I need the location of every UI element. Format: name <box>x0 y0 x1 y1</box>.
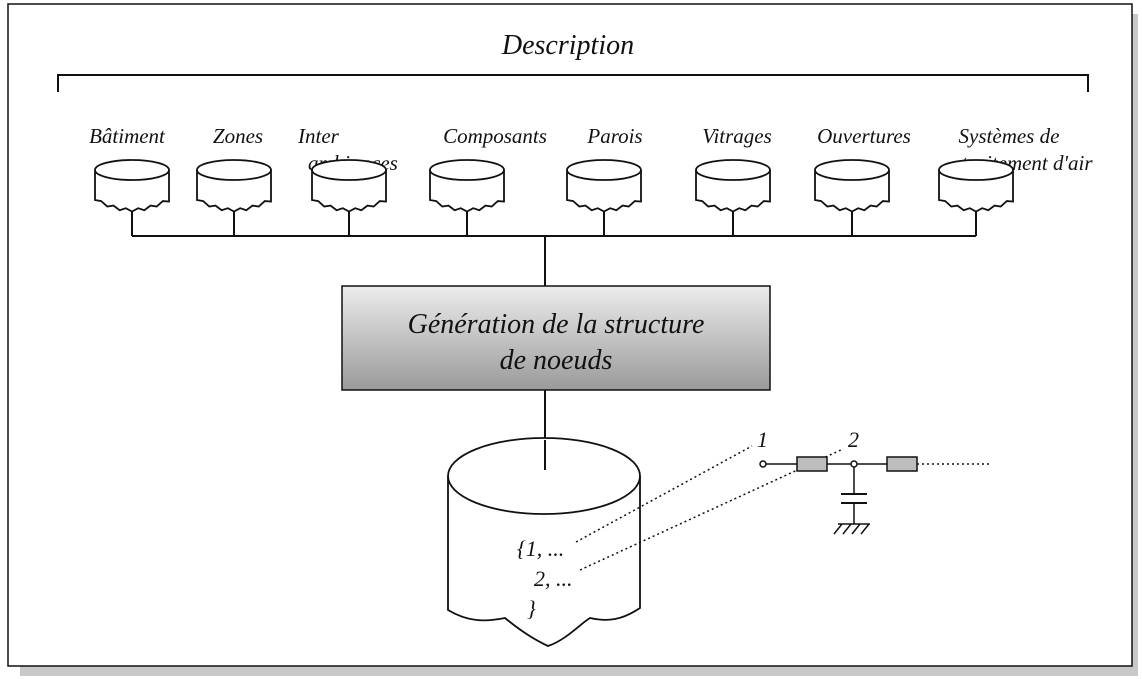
database-icon-body <box>311 170 387 213</box>
leader-line-1 <box>575 445 753 543</box>
database-icon-parois <box>566 159 642 236</box>
database-icon-body <box>695 170 771 213</box>
category-label-ouvertures: Ouvertures <box>817 124 911 148</box>
database-icon-top <box>814 159 890 181</box>
resistor-2 <box>886 456 918 472</box>
database-icon-top <box>196 159 272 181</box>
node-database-line1: {1, ... <box>517 536 564 561</box>
database-icon-ouvertures <box>814 159 890 236</box>
category-databases <box>94 159 1014 236</box>
database-icon-body <box>938 170 1014 213</box>
database-icon-top <box>566 159 642 181</box>
category-label-systemes: Systèmes de <box>959 124 1060 148</box>
database-icon-inter-ambiances <box>311 159 387 236</box>
database-icon-body <box>94 170 170 213</box>
database-icon-top <box>429 159 505 181</box>
node-database-line3: } <box>527 596 536 621</box>
database-icon-top <box>94 159 170 181</box>
description-bracket <box>57 74 1089 92</box>
generation-box-line1: Génération de la structure <box>408 309 705 340</box>
category-label-batiment: Bâtiment <box>89 124 166 148</box>
node-database-line2: 2, ... <box>534 566 573 591</box>
database-icon-top <box>938 159 1014 181</box>
circuit-node-2 <box>850 460 858 468</box>
generation-box <box>341 285 771 391</box>
database-icon-body <box>814 170 890 213</box>
ground-symbol <box>833 523 870 535</box>
circuit-node-1 <box>759 460 767 468</box>
database-icon-vitrages <box>695 159 771 236</box>
database-icon-batiment <box>94 159 170 236</box>
database-icon-systemes-traitement-air <box>938 159 1014 236</box>
database-icon-zones <box>196 159 272 236</box>
category-label-inter: Inter <box>297 124 340 148</box>
database-icon-body <box>566 170 642 213</box>
description-title: Description <box>501 30 634 61</box>
node-label-2: 2 <box>848 427 859 452</box>
category-label-zones: Zones <box>213 124 263 148</box>
resistor-1 <box>796 456 828 472</box>
rc-circuit <box>759 456 992 535</box>
category-label-vitrages: Vitrages <box>702 124 772 148</box>
database-icon-body <box>429 170 505 213</box>
database-icon-top <box>311 159 387 181</box>
category-labels: Bâtiment Zones Inter ambiances Composant… <box>89 124 1093 175</box>
database-icon-top <box>695 159 771 181</box>
node-label-1: 1 <box>757 427 768 452</box>
node-database-body <box>447 476 641 647</box>
category-label-parois: Parois <box>586 124 642 148</box>
database-icon-body <box>196 170 272 213</box>
node-database-top <box>447 437 641 515</box>
node-database: {1, ... 2, ... } <box>447 437 641 647</box>
database-icon-composants <box>429 159 505 236</box>
category-label-composants: Composants <box>443 124 547 148</box>
generation-box-line2: de noeuds <box>500 345 613 376</box>
